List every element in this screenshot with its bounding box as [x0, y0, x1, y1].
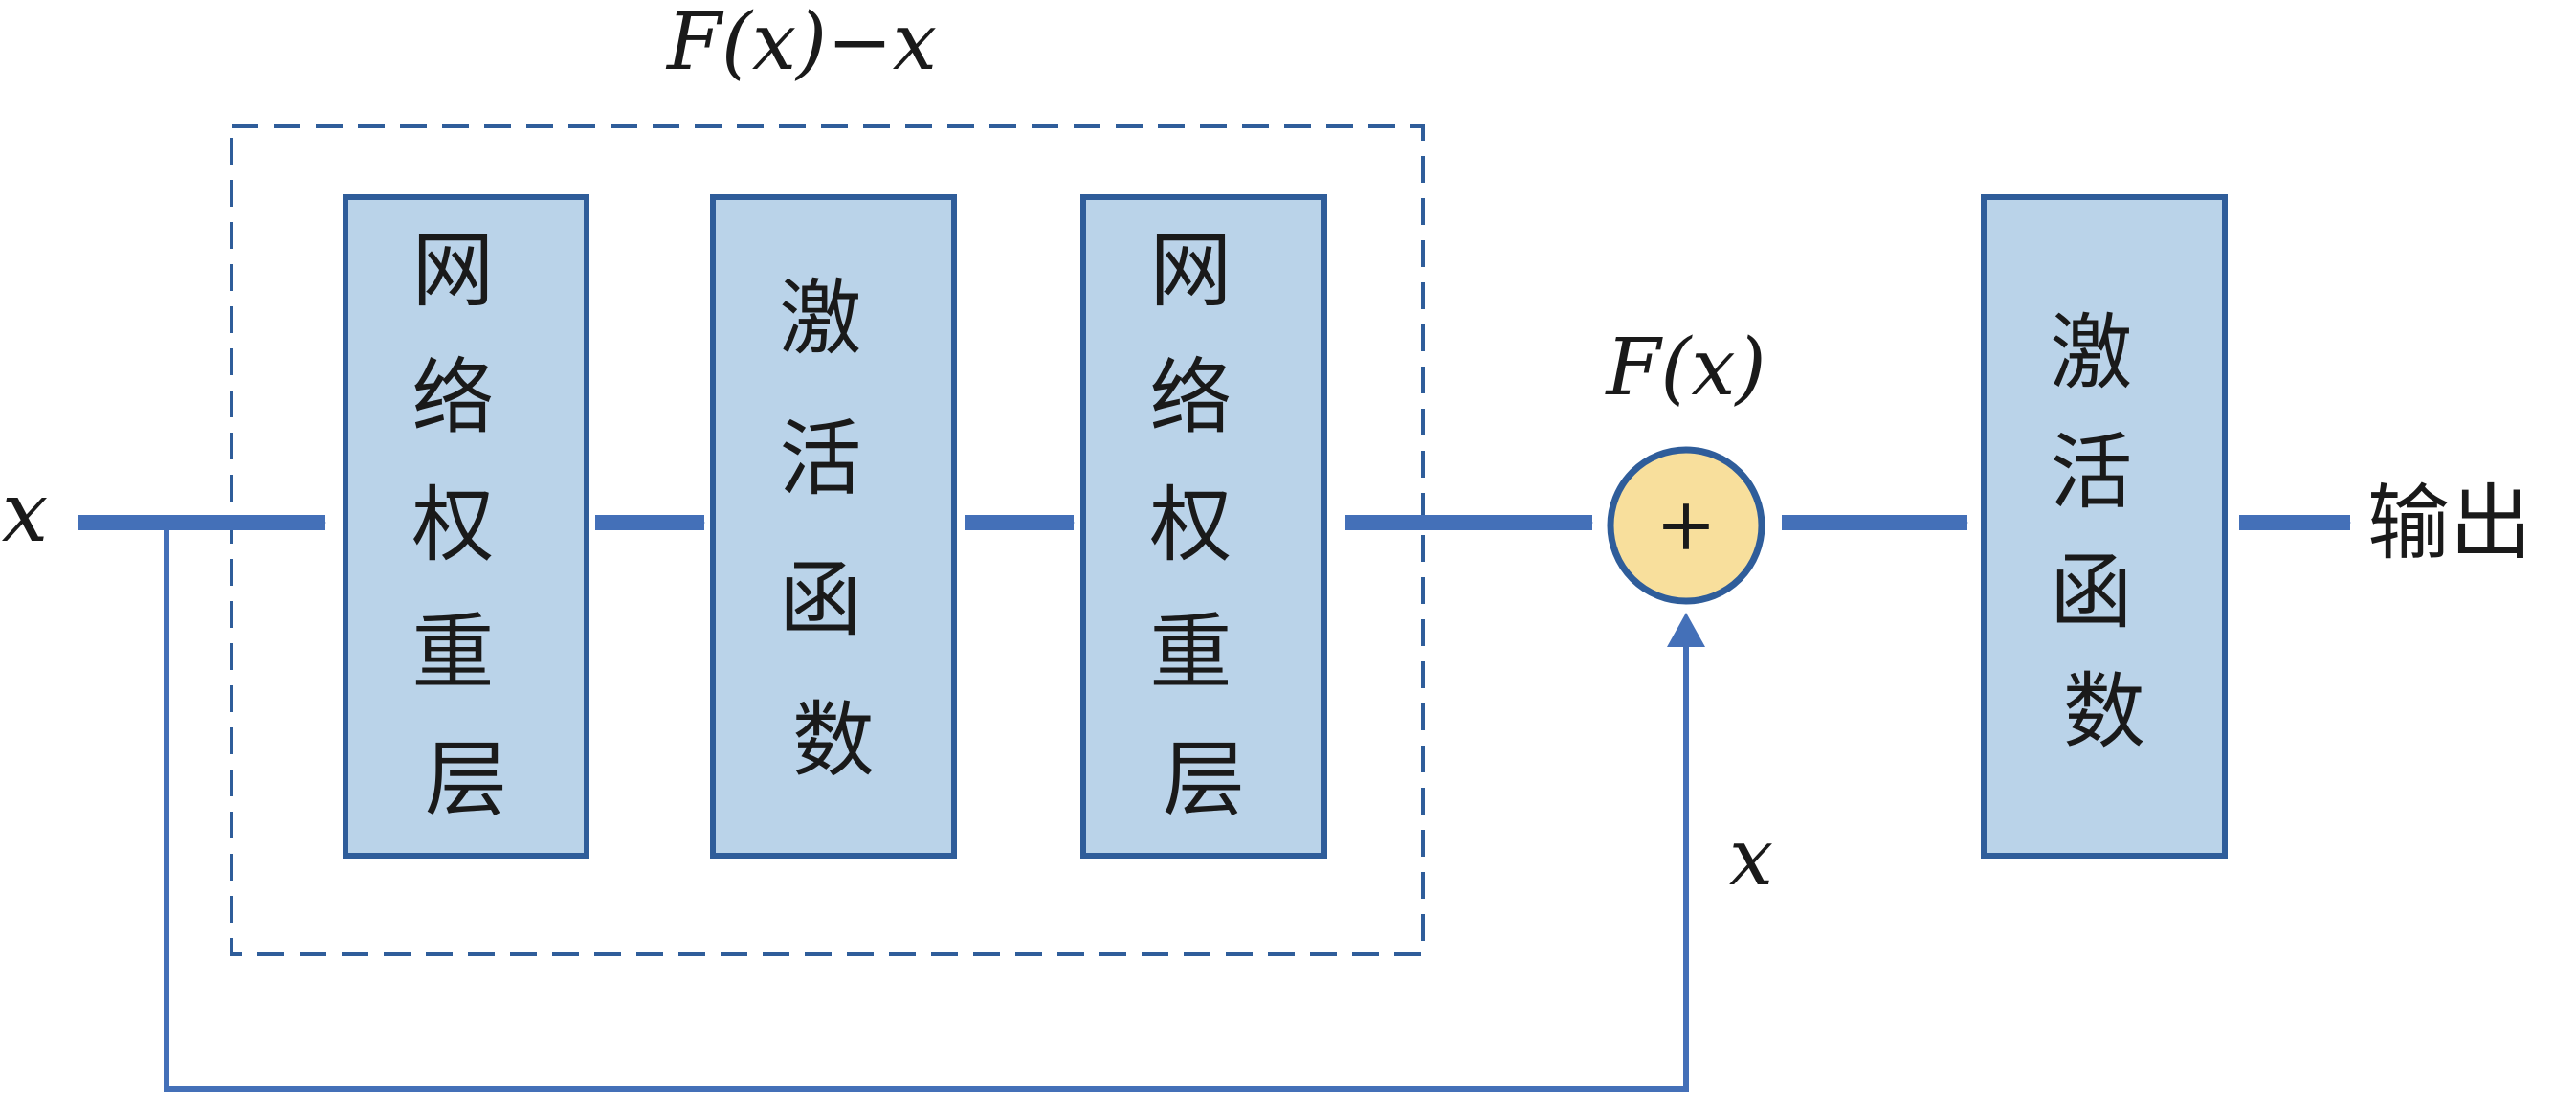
block-char: 重: [1149, 605, 1232, 701]
block-char: 数: [2063, 664, 2145, 760]
weight-layer-block-2: 网 络 权 重 层: [1080, 194, 1327, 859]
block-char: 权: [411, 478, 494, 573]
activation-text-1: 激 活 函 数: [779, 271, 887, 789]
fx-label: F(x): [1604, 323, 1765, 413]
output-label: 输出: [2367, 476, 2532, 571]
block-char: 层: [1163, 732, 1245, 828]
residual-label: F(x)−x: [665, 0, 937, 88]
block-char: 网: [411, 223, 494, 319]
weight-layer-text-2: 网 络 权 重 层: [1149, 223, 1257, 828]
input-x-label: x: [2, 465, 49, 561]
block-char: 活: [2050, 425, 2132, 521]
weight-layer-text-1: 网 络 权 重 层: [411, 223, 520, 828]
block-char: 网: [1149, 223, 1232, 319]
activation-text-output: 激 活 函 数: [2050, 305, 2158, 760]
block-char: 络: [411, 350, 494, 446]
block-char: 活: [779, 412, 861, 507]
block-char: 层: [425, 732, 507, 828]
block-char: 函: [779, 552, 861, 648]
residual-block-outline: [230, 124, 1425, 956]
sum-symbol: +: [1655, 481, 1717, 567]
block-char: 激: [2050, 305, 2132, 401]
activation-block-output: 激 活 函 数: [1981, 194, 2228, 859]
skip-x-label: x: [1729, 813, 1773, 904]
skip-connection-arrowhead: [1667, 613, 1705, 647]
block-char: 数: [792, 693, 875, 789]
block-char: 激: [779, 271, 861, 367]
activation-block-1: 激 活 函 数: [710, 194, 957, 859]
block-char: 络: [1149, 350, 1232, 446]
sum-node: [1607, 446, 1765, 605]
block-char: 权: [1149, 478, 1232, 573]
skip-connection-line: [164, 523, 1689, 1092]
block-char: 函: [2050, 545, 2132, 640]
weight-layer-block-1: 网 络 权 重 层: [343, 194, 589, 859]
block-char: 重: [411, 605, 494, 701]
